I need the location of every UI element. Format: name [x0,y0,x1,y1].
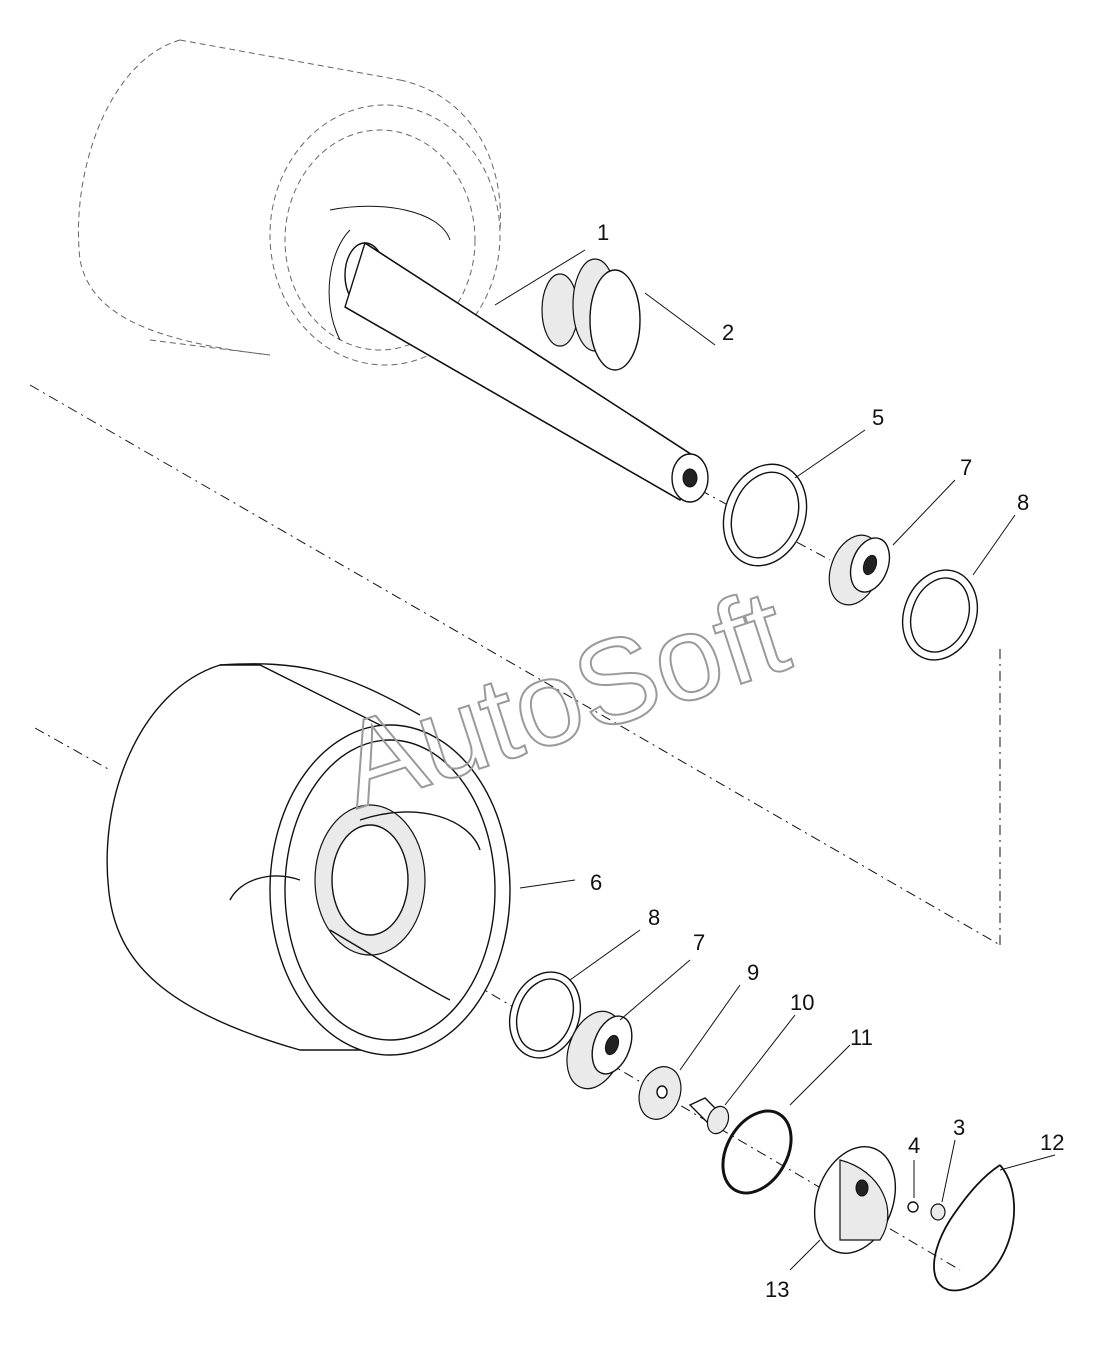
callout-9: 9 [747,960,759,985]
callout-11: 11 [850,1025,873,1050]
callout-8-lower: 8 [648,905,660,930]
callout-12: 12 [1040,1130,1064,1155]
callout-5: 5 [872,405,884,430]
bolt-part-10 [688,1097,730,1135]
lower-wheel-part-6 [106,663,511,1056]
callout-4: 4 [908,1133,920,1158]
hub-cap-part-13 [813,1146,897,1254]
callout-labels: 1 2 5 7 8 6 8 7 9 10 11 4 3 12 13 [590,220,1064,1302]
callout-3: 3 [953,1115,965,1140]
seal-ring-part-5 [722,463,808,567]
bearing-cone-upper [828,534,891,606]
watermark-text: AutoSoft [323,564,802,834]
callout-8-upper: 8 [1017,490,1029,515]
callout-6: 6 [590,870,602,895]
upper-wheel-phantom [78,39,501,366]
bearing-cup-lower [508,971,582,1059]
callout-7-lower: 7 [693,930,705,955]
callout-1: 1 [597,220,609,245]
callout-10: 10 [790,990,814,1015]
leader-lines [494,249,1056,1271]
callout-7-upper: 7 [960,455,972,480]
bearing-cup-upper [901,569,979,661]
snap-ring-part-12 [933,1164,1015,1292]
callout-2: 2 [722,320,734,345]
watermark: AutoSoft [322,563,803,835]
bearing-cone-lower [566,1010,633,1090]
plug-part-4 [907,1201,919,1213]
washer-part-9 [638,1066,682,1120]
callout-13: 13 [765,1277,789,1302]
axle-shaft [344,241,709,503]
fitting-part-3 [930,1203,946,1221]
o-ring-part-11 [721,1109,793,1195]
